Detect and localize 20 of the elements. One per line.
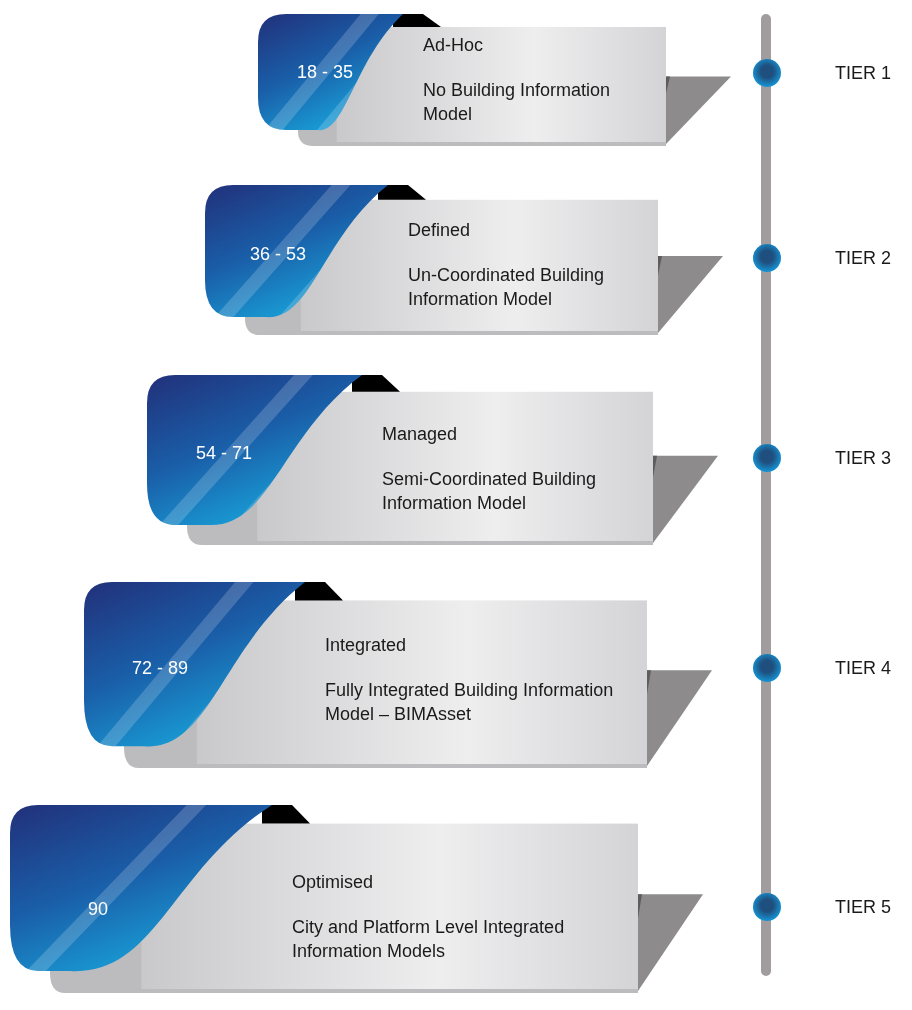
tier-label: TIER 2 (835, 246, 891, 270)
score-range: 90 (88, 897, 108, 921)
score-range: 72 - 89 (132, 656, 188, 680)
tier-label: TIER 5 (835, 895, 891, 919)
score-range: 54 - 71 (196, 441, 252, 465)
tier-label: TIER 3 (835, 446, 891, 470)
level-title: Defined (408, 219, 471, 242)
level-description: Semi-Coordinated Building Information Model (382, 468, 598, 515)
level-description: Fully Integrated Building Information Model – BIMAsset (325, 679, 615, 726)
level-description: City and Platform Level Integrated Information Models (292, 916, 566, 963)
level-title: Optimised (292, 871, 374, 894)
level-title: Integrated (325, 634, 407, 657)
tier-label: TIER 4 (835, 656, 891, 680)
score-range: 18 - 35 (297, 60, 353, 84)
level-description: No Building Information Model (423, 79, 612, 126)
tier-label: TIER 1 (835, 61, 891, 85)
level-description: Un-Coordinated Building Information Model (408, 264, 606, 311)
score-range: 36 - 53 (250, 242, 306, 266)
level-title: Managed (382, 423, 458, 446)
level-title: Ad-Hoc (423, 34, 484, 57)
